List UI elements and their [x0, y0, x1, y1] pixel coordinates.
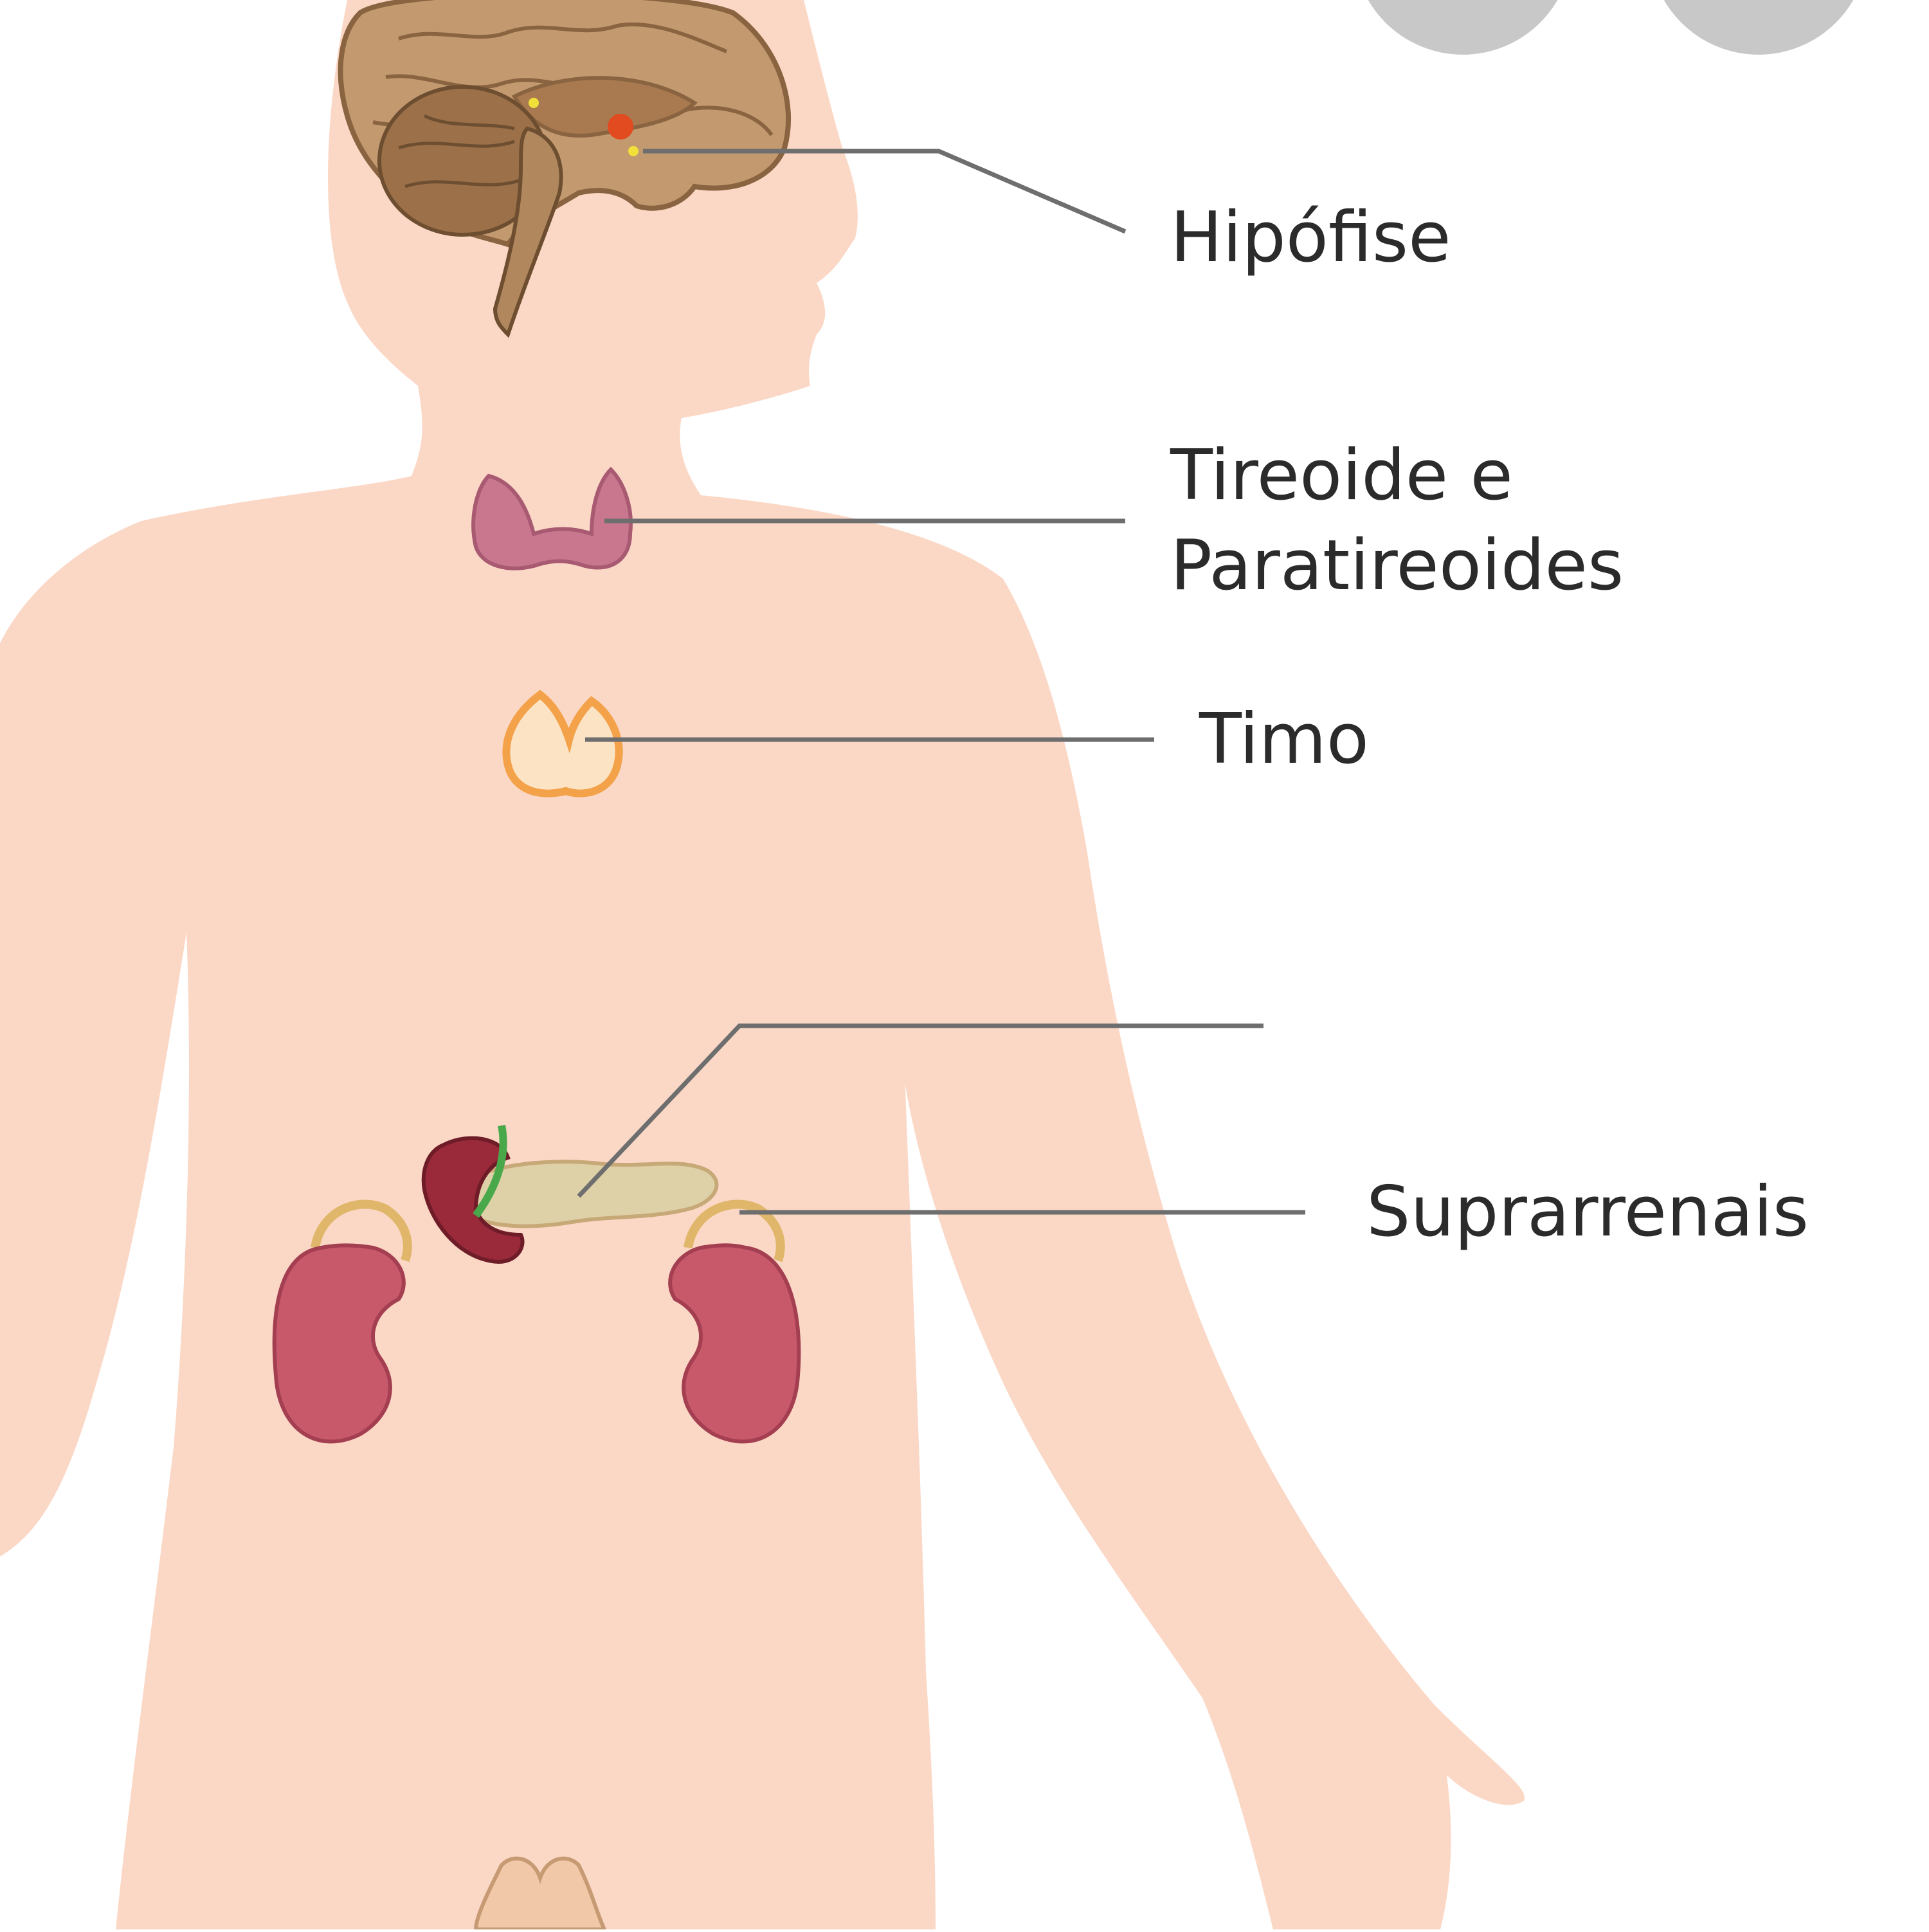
gonads [473, 1856, 608, 1931]
leader-line-pancreas [577, 1023, 1263, 1198]
more-button-icon[interactable] [1649, 0, 1868, 55]
pancreas [421, 1124, 719, 1264]
label-suprarrenais: Suprarrenais [1366, 1172, 1809, 1252]
leader-lines [577, 149, 1305, 1215]
thymus [502, 689, 623, 797]
brain [338, 0, 792, 338]
body-silhouette [0, 0, 1525, 1929]
corner-buttons[interactable] [1354, 0, 1868, 55]
label-tireoide: Tireoide e Paratireoides [1170, 431, 1624, 611]
right-kidney-adrenal [668, 1199, 801, 1444]
label-timo: Timo [1199, 699, 1369, 779]
more-button-icon[interactable] [1354, 0, 1572, 55]
pituitary-marker [608, 114, 633, 140]
thyroid [471, 466, 633, 570]
left-kidney-adrenal [272, 1199, 412, 1444]
label-tireoide-line2: Paratireoides [1170, 525, 1624, 606]
label-hipofise: Hipófise [1170, 197, 1451, 278]
label-tireoide-line1: Tireoide e [1170, 435, 1513, 516]
leader-line-hipofise [643, 149, 1127, 234]
